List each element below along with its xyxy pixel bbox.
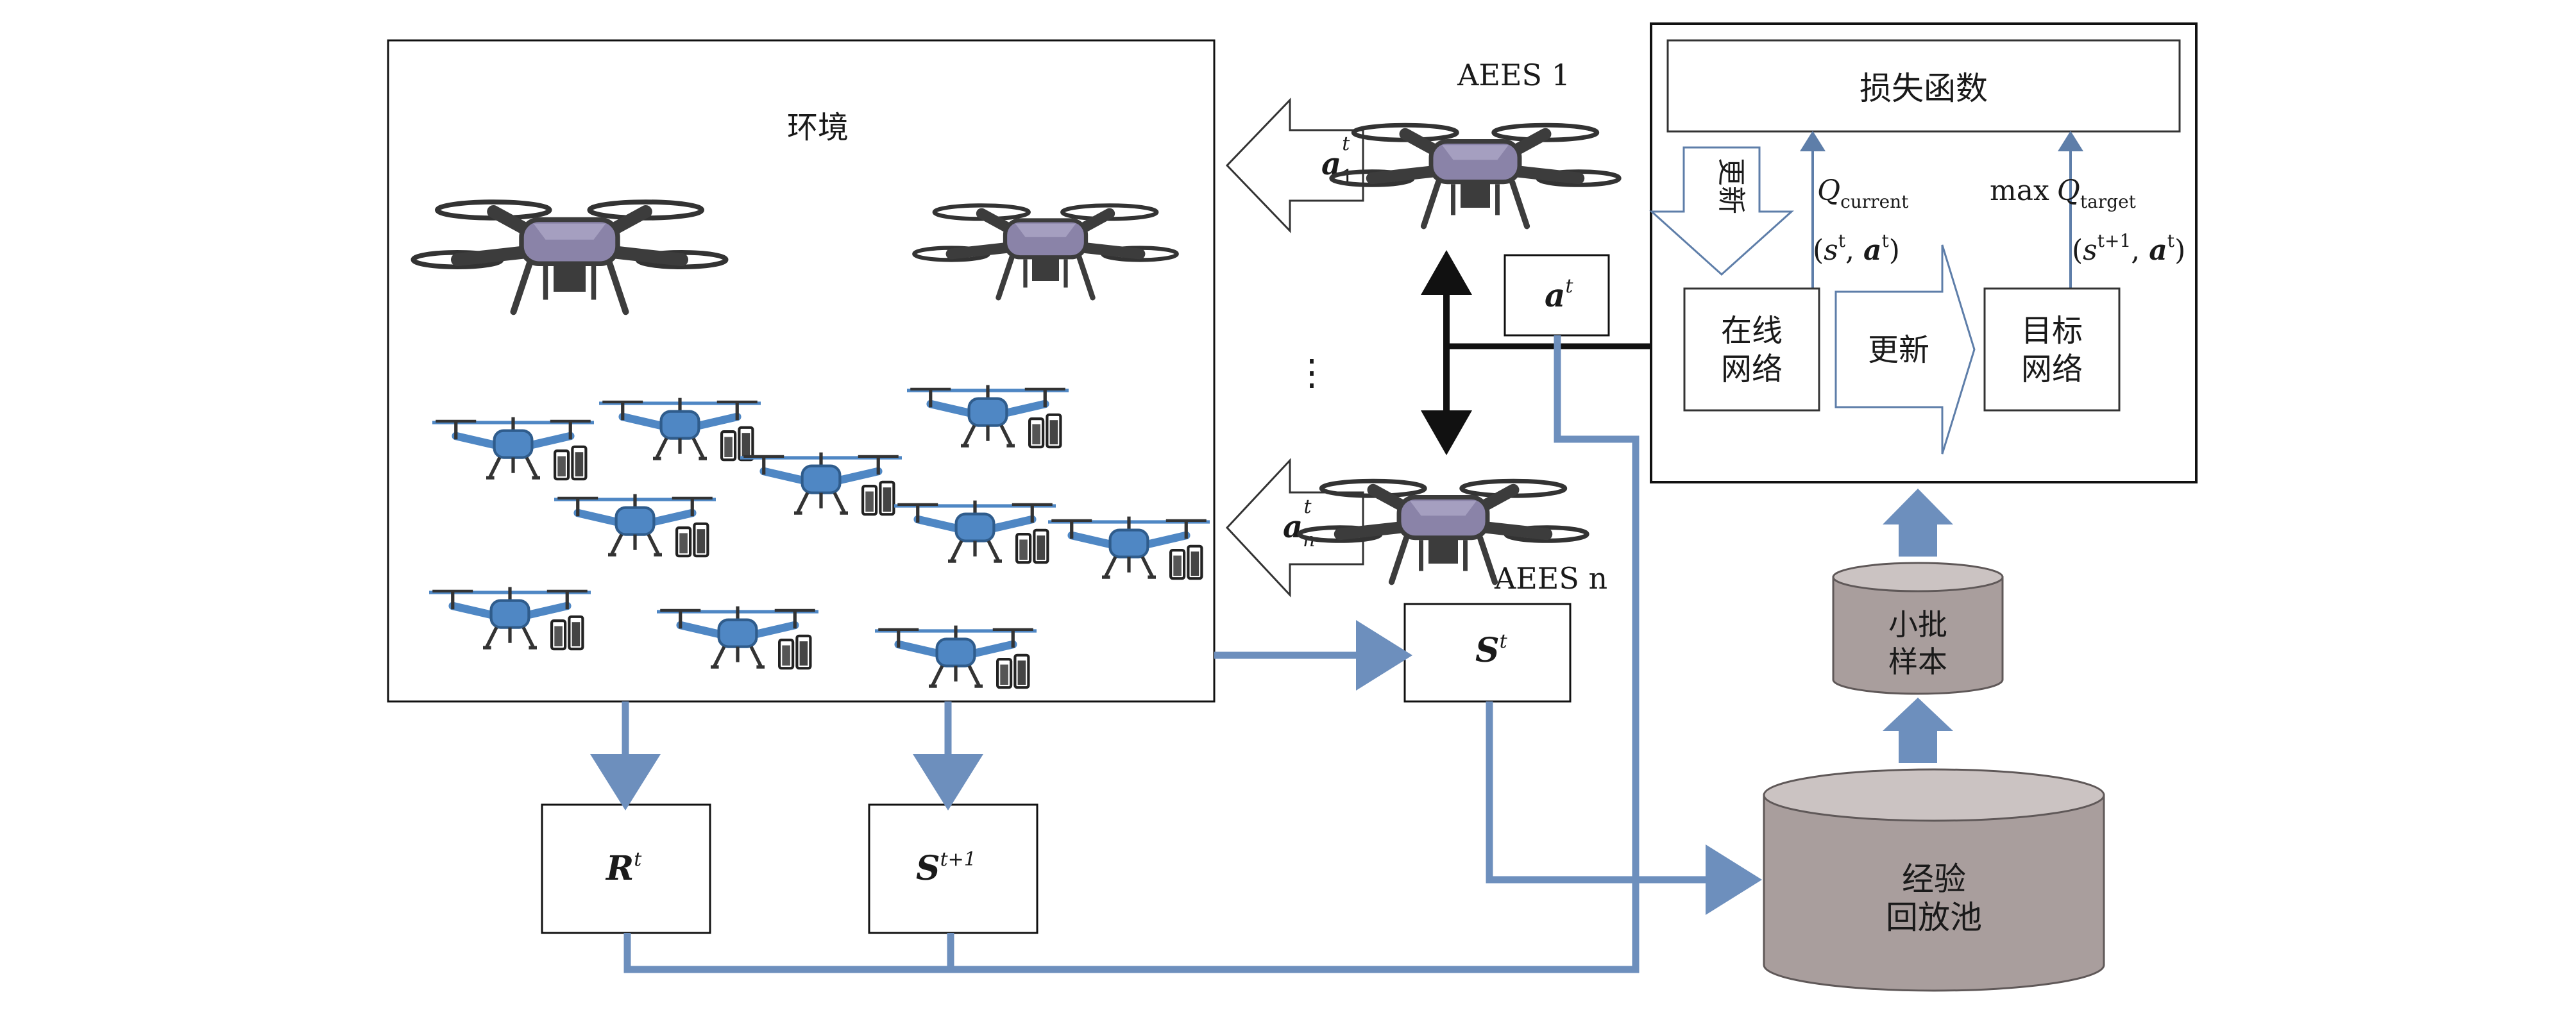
reward-node-label: Rt <box>605 848 642 888</box>
minibatch-to-dqn-arrow <box>1883 489 1953 557</box>
loss-function-box <box>1666 39 2181 133</box>
agent-drone-1 <box>1332 125 1620 226</box>
minibatch-line2: 样本 <box>1888 644 1947 679</box>
target-network-line1: 目标 <box>2021 313 2083 349</box>
environment-title: 环境 <box>787 110 849 146</box>
replay-pool: 经验 回放池 <box>1763 768 2105 992</box>
action-arrow-1 <box>1225 97 1364 233</box>
update-down-arrow <box>1649 146 1794 276</box>
minibatch-line1: 小批 <box>1888 607 1947 642</box>
update-down-label: 更新 <box>1715 158 1747 214</box>
target-network-box <box>1983 287 2121 412</box>
agent-ellipsis: ⋮ <box>1294 352 1330 394</box>
online-network-box <box>1683 287 1820 412</box>
action-node <box>1504 254 1610 337</box>
target-network-line2: 网络 <box>2021 351 2083 387</box>
state-to-replay-arrow <box>1486 701 1762 915</box>
agent-n-label: AEES n <box>1494 561 1607 596</box>
next-state-node <box>868 803 1038 934</box>
q-current-label: Qcurrent <box>1817 174 1909 212</box>
replay-to-minibatch-arrow <box>1883 698 1953 763</box>
action-node-label: at <box>1545 275 1573 314</box>
update-right-label: 更新 <box>1868 332 1929 368</box>
flow-lines <box>590 335 1762 973</box>
next-state-node-label: St+1 <box>916 848 976 888</box>
q-current-args: (st, at) <box>1813 230 1900 267</box>
online-network-line1: 在线 <box>1721 313 1783 349</box>
online-network-line2: 网络 <box>1721 351 1783 387</box>
minibatch: 小批 样本 <box>1832 562 2004 695</box>
replay-pool-line2: 回放池 <box>1886 899 1982 936</box>
loss-function-label: 损失函数 <box>1860 70 1988 107</box>
state-node-label: St <box>1475 630 1508 670</box>
update-right-arrow <box>1835 244 1976 455</box>
bottom-return-line <box>623 335 1640 973</box>
replay-pool-line1: 经验 <box>1902 860 1966 898</box>
agent-1-label: AEES 1 <box>1457 58 1570 92</box>
